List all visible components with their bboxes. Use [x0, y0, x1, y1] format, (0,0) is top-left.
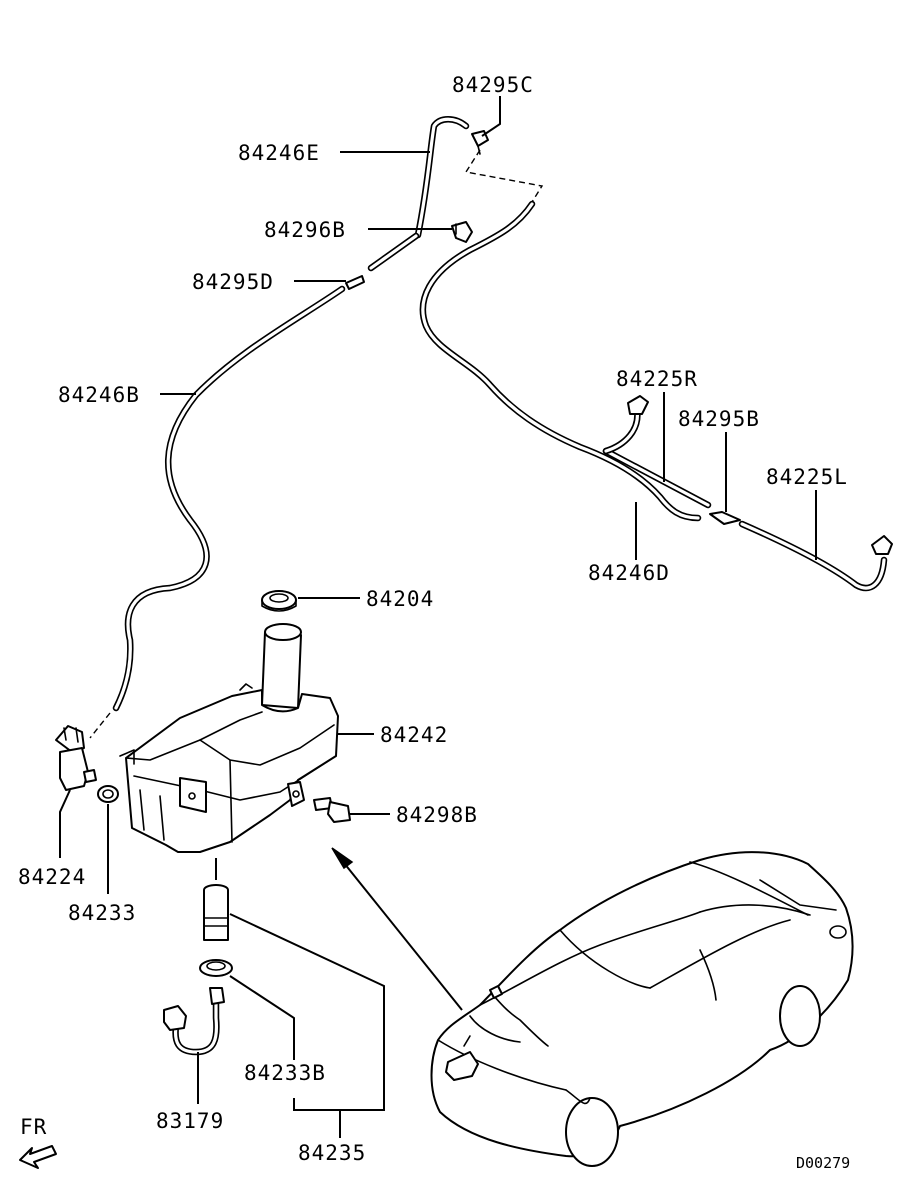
label-84295d: 84295D [192, 270, 274, 294]
drawing-code: D00279 [796, 1154, 850, 1172]
hose-84246e [414, 116, 470, 239]
label-84246d: 84246D [588, 561, 670, 585]
label-84235: 84235 [298, 1141, 366, 1165]
label-84233: 84233 [68, 901, 136, 925]
label-84295c: 84295C [452, 73, 534, 97]
grommet-84233b [199, 959, 233, 977]
car-illustration [430, 851, 854, 1167]
front-direction-indicator: FR [19, 1115, 57, 1169]
label-84225r: 84225R [616, 367, 698, 391]
joint-84295d [345, 275, 365, 290]
hose-84246d [419, 200, 702, 522]
tank-cap-84204 [261, 590, 297, 612]
hose-84246b [112, 285, 346, 712]
nozzle-84225l [871, 535, 893, 555]
pump-84224 [55, 725, 97, 791]
clip-84296b [451, 221, 473, 243]
level-sensor-84235 [203, 884, 229, 941]
dashed-connection-pump [89, 712, 111, 739]
label-84225l: 84225L [766, 465, 848, 489]
harness-83179 [163, 987, 225, 1056]
label-84246e: 84246E [238, 141, 320, 165]
nozzle-84225r [627, 395, 649, 415]
hose-segment-upper [367, 232, 420, 272]
washer-tank-84242 [119, 623, 339, 853]
label-83179: 83179 [156, 1109, 224, 1133]
bolt-84298b [313, 797, 351, 823]
dashed-connection-upper [464, 149, 544, 203]
location-arrow [331, 847, 463, 1011]
front-direction-label: FR [20, 1115, 47, 1139]
label-84298b: 84298B [396, 803, 478, 827]
leader-lines [59, 96, 817, 1138]
label-84233b: 84233B [244, 1061, 326, 1085]
label-84224: 84224 [18, 865, 86, 889]
grommet-84233 [97, 785, 119, 803]
label-84295b: 84295B [678, 407, 760, 431]
joint-84295b [709, 511, 741, 525]
label-84204: 84204 [366, 587, 434, 611]
label-84246b: 84246B [58, 383, 140, 407]
label-84242: 84242 [380, 723, 448, 747]
label-84296b: 84296B [264, 218, 346, 242]
hose-84225l [738, 520, 888, 592]
